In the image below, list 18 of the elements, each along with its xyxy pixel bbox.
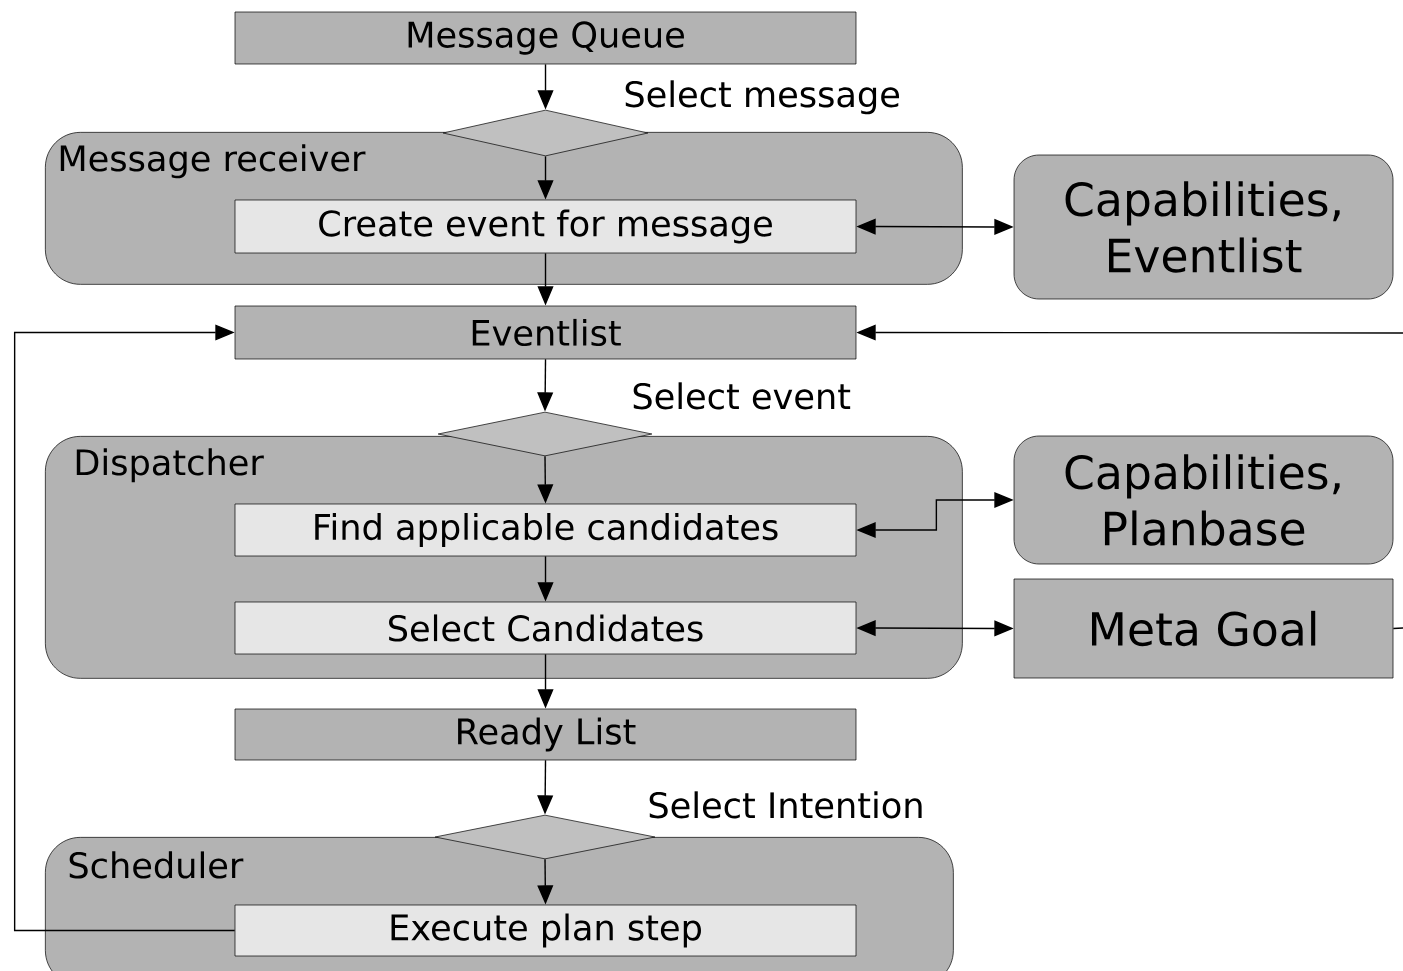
step-box: Select Candidates <box>234 601 857 655</box>
panel-title: Dispatcher <box>76 448 264 483</box>
diamond-label: Select event <box>633 382 851 410</box>
store-box: Capabilities, Eventlist <box>1013 154 1394 300</box>
arrow <box>13 324 236 932</box>
connector-line <box>1392 627 1403 630</box>
process-box: Eventlist <box>234 305 857 360</box>
store-box: Capabilities, Planbase <box>1013 435 1394 565</box>
panel-title: Scheduler <box>69 851 244 879</box>
step-box: Find applicable candidates <box>234 503 857 557</box>
diamond-label: Select message <box>625 80 899 115</box>
panel-title: Message receiver <box>60 144 366 179</box>
store-box: Meta Goal <box>1013 578 1394 679</box>
step-box: Execute plan step <box>234 904 857 957</box>
diamond-label: Select Intention <box>649 791 922 819</box>
process-box: Ready List <box>234 708 857 761</box>
process-box: Message Queue <box>234 11 857 65</box>
step-box: Create event for message <box>234 199 857 254</box>
